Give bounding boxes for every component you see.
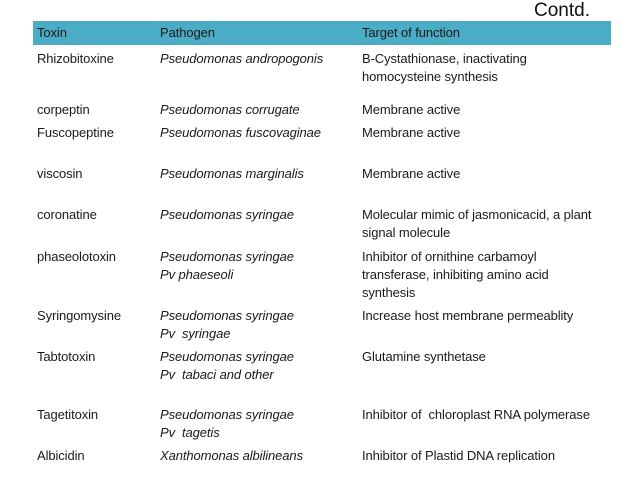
pathogen-cell: Pseudomonas syringae Pv syringae xyxy=(160,308,294,341)
table-row: viscosin Pseudomonas marginalis Membrane… xyxy=(33,160,611,201)
pathogen-cell: Pseudomonas syringae Pv tabaci and other xyxy=(160,349,294,382)
header-pathogen: Pathogen xyxy=(160,25,215,40)
table-header-row: Toxin Pathogen Target of function xyxy=(33,21,611,45)
pathogen-cell: Pseudomonas syringae Pv phaeseoli xyxy=(160,249,294,282)
pathogen-cell: Xanthomonas albilineans xyxy=(160,448,303,463)
target-cell: Inhibitor of chloroplast RNA polymerase xyxy=(362,407,590,422)
header-target-of-function: Target of function xyxy=(362,25,460,40)
toxin-cell: Tabtotoxin xyxy=(37,349,96,364)
target-cell: Molecular mimic of jasmonicacid, a plant… xyxy=(362,207,592,240)
table-row: Albicidin Xanthomonas albilineans Inhibi… xyxy=(33,442,611,465)
toxin-cell: Rhizobitoxine xyxy=(37,51,114,66)
pathogen-cell: Pseudomonas syringae Pv tagetis xyxy=(160,407,294,440)
table-row: coronatine Pseudomonas syringae Molecula… xyxy=(33,201,611,243)
target-cell: Membrane active xyxy=(362,166,461,181)
pathogen-cell: Pseudomonas corrugate xyxy=(160,102,300,117)
table-row: corpeptin Pseudomonas corrugate Membrane… xyxy=(33,96,611,119)
continued-label: Contd. xyxy=(534,0,590,21)
target-cell: Glutamine synthetase xyxy=(362,349,486,364)
target-cell: Inhibitor of ornithine carbamoyl transfe… xyxy=(362,249,549,300)
target-cell: Membrane active xyxy=(362,125,461,140)
toxin-cell: viscosin xyxy=(37,166,83,181)
toxin-cell: Albicidin xyxy=(37,448,85,463)
toxin-pathogen-table: Toxin Pathogen Target of function Rhizob… xyxy=(33,21,611,465)
toxin-cell: Syringomysine xyxy=(37,308,121,323)
table-row: Tabtotoxin Pseudomonas syringae Pv tabac… xyxy=(33,343,611,401)
pathogen-cell: Pseudomonas syringae xyxy=(160,207,294,222)
table-row: Syringomysine Pseudomonas syringae Pv sy… xyxy=(33,302,611,343)
pathogen-cell: Pseudomonas fuscovaginae xyxy=(160,125,321,140)
table-row: Fuscopeptine Pseudomonas fuscovaginae Me… xyxy=(33,119,611,160)
target-cell: B-Cystathionase, inactivating homocystei… xyxy=(362,51,527,84)
target-cell: Increase host membrane permeablity xyxy=(362,308,574,323)
target-cell: Membrane active xyxy=(362,102,461,117)
table-row: Tagetitoxin Pseudomonas syringae Pv tage… xyxy=(33,401,611,442)
toxin-cell: phaseolotoxin xyxy=(37,249,116,264)
target-cell: Inhibitor of Plastid DNA replication xyxy=(362,448,555,463)
toxin-cell: coronatine xyxy=(37,207,97,222)
toxin-cell: corpeptin xyxy=(37,102,90,117)
toxin-cell: Tagetitoxin xyxy=(37,407,99,422)
table-row: phaseolotoxin Pseudomonas syringae Pv ph… xyxy=(33,243,611,302)
toxin-cell: Fuscopeptine xyxy=(37,125,114,140)
pathogen-cell: Pseudomonas marginalis xyxy=(160,166,304,181)
table-row: Rhizobitoxine Pseudomonas andropogonis B… xyxy=(33,45,611,96)
pathogen-cell: Pseudomonas andropogonis xyxy=(160,51,324,66)
header-toxin: Toxin xyxy=(37,25,67,40)
